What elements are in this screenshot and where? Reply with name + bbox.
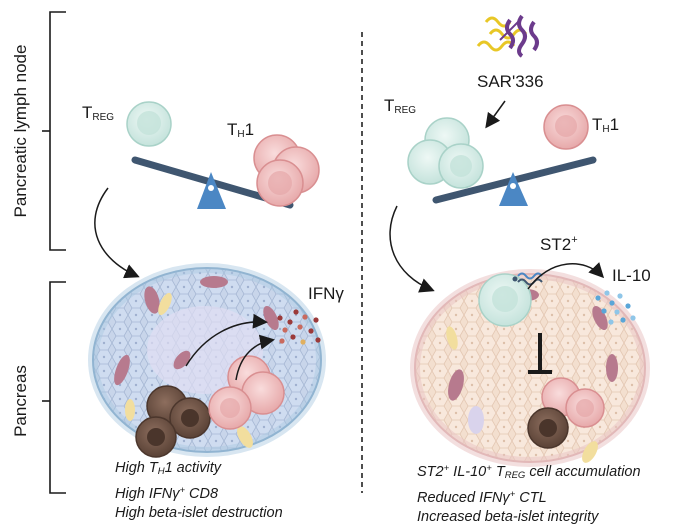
st2-label: ST2+ <box>540 234 578 254</box>
lymph-node-bracket <box>49 11 66 251</box>
right-caption-2: Reduced IFNγ+ CTL <box>417 489 547 506</box>
left-caption-1: High TH1 activity <box>115 460 222 477</box>
left-ifng-arrow-2 <box>235 334 275 381</box>
right-islet-treg-cell <box>478 273 532 327</box>
left-treg-cell <box>126 101 172 147</box>
right-migration-arrow <box>389 205 435 293</box>
right-caption-1: ST2+ IL-10+ TREG cell accumulation <box>417 463 641 481</box>
il10-label: IL-10 <box>612 266 651 285</box>
ifng-label: IFNγ <box>308 284 344 303</box>
left-cd8-cells <box>135 385 211 458</box>
il10-arrow <box>527 262 605 290</box>
right-th1-label: TH1 <box>592 115 620 135</box>
right-seesaw <box>432 156 597 206</box>
il10-dots <box>595 290 636 325</box>
lymph-node-axis-label: Pancreatic lymph node <box>11 44 30 218</box>
left-migration-arrow <box>94 187 140 279</box>
right-th1-cell <box>543 104 589 150</box>
sar336-label: SAR'336 <box>477 72 544 91</box>
ifng-dots <box>277 309 321 345</box>
right-cd8-cell <box>527 407 569 449</box>
left-caption-3: High beta-islet destruction <box>115 505 283 521</box>
left-treg-label: TREG <box>82 103 115 123</box>
left-th1-cells <box>253 134 320 207</box>
left-th1-label: TH1 <box>227 120 255 140</box>
left-islet-th1-cells <box>208 355 285 430</box>
left-ifng-arrow-1 <box>185 313 268 367</box>
right-caption-3: Increased beta-islet integrity <box>417 509 599 525</box>
right-treg-cells <box>407 117 484 189</box>
drug-arrow <box>485 100 506 129</box>
pancreas-axis-label: Pancreas <box>11 365 30 437</box>
st2-receptor <box>512 272 543 286</box>
right-captions: ST2+ IL-10+ TREG cell accumulation Reduc… <box>417 459 641 527</box>
left-caption-2: High IFNγ+ CD8 <box>115 485 219 502</box>
inhibition-symbol <box>528 333 552 374</box>
right-treg-label: TREG <box>384 96 417 116</box>
sar336-molecule <box>476 14 539 58</box>
left-captions: High TH1 activity High IFNγ+ CD8 High be… <box>115 459 283 523</box>
pancreas-bracket <box>49 281 66 494</box>
